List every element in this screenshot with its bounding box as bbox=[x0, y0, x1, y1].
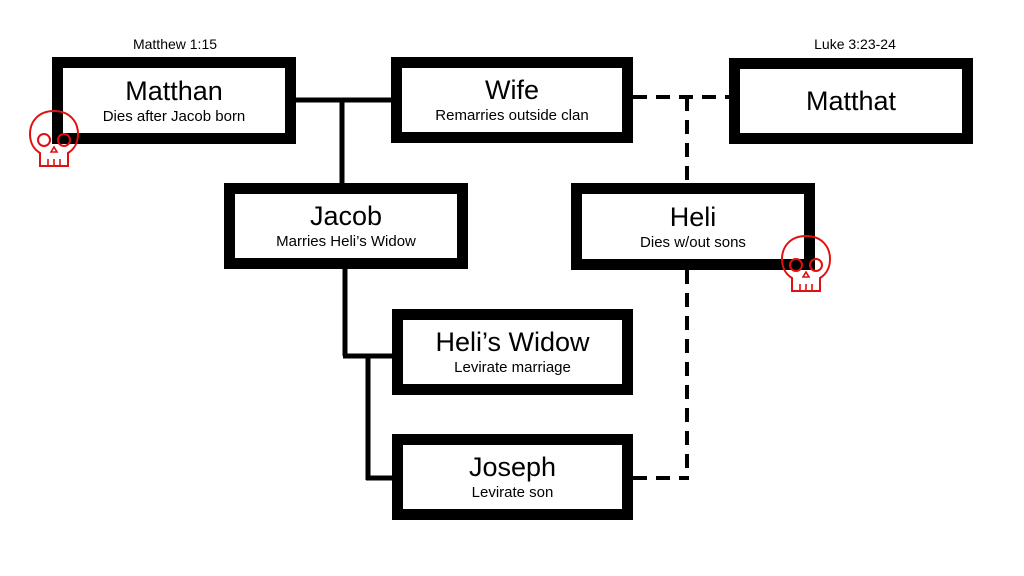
person-name: Heli bbox=[669, 201, 717, 232]
person-box-joseph: Joseph Levirate son bbox=[392, 434, 633, 520]
person-note: Dies after Jacob born bbox=[102, 107, 246, 125]
person-box-jacob: Jacob Marries Heli’s Widow bbox=[224, 183, 468, 269]
person-note: Dies w/out sons bbox=[640, 233, 746, 251]
skull-icon bbox=[28, 109, 80, 167]
person-name: Wife bbox=[485, 75, 539, 105]
person-note: Remarries outside clan bbox=[435, 107, 589, 124]
person-name: Matthan bbox=[125, 75, 223, 106]
person-box-helis-widow: Heli’s Widow Levirate marriage bbox=[392, 309, 633, 395]
person-note: Marries Heli’s Widow bbox=[276, 233, 416, 250]
skull-icon bbox=[780, 234, 832, 292]
person-note: Levirate marriage bbox=[454, 359, 571, 376]
person-name: Jacob bbox=[309, 201, 383, 231]
reference-luke: Luke 3:23-24 bbox=[814, 36, 896, 52]
person-box-matthat: Matthat bbox=[729, 58, 973, 144]
person-name: Heli’s Widow bbox=[435, 327, 590, 357]
person-name: Matthat bbox=[805, 86, 897, 116]
person-box-heli: Heli Dies w/out sons bbox=[571, 183, 815, 270]
person-box-matthan: Matthan Dies after Jacob born bbox=[52, 57, 296, 144]
person-name: Joseph bbox=[468, 452, 557, 482]
person-note: Levirate son bbox=[471, 484, 554, 501]
person-box-wife: Wife Remarries outside clan bbox=[391, 57, 633, 143]
reference-matthew: Matthew 1:15 bbox=[132, 36, 218, 52]
